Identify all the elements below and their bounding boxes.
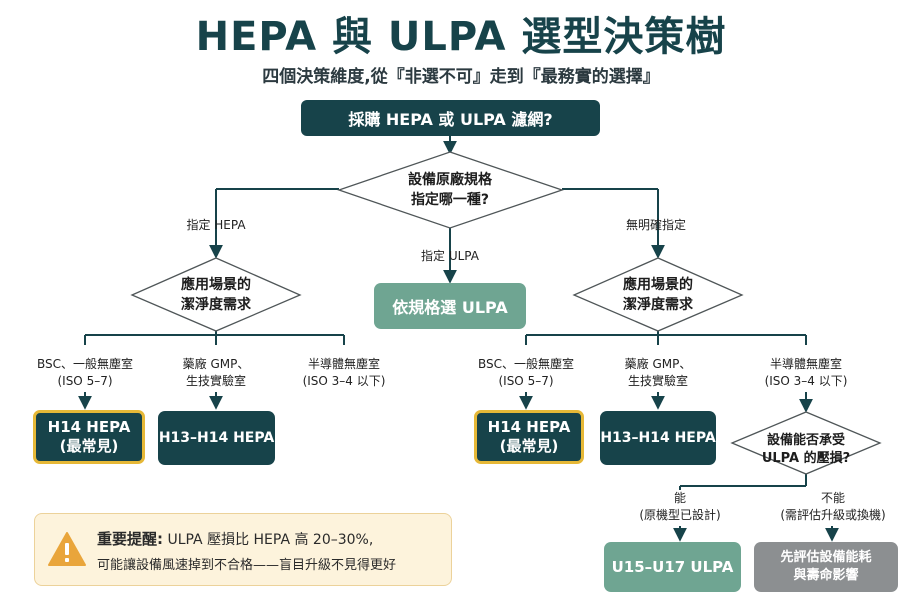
ulpa-by-spec-label: 依規格選 ULPA — [392, 298, 508, 317]
scene-decision-text-left: 應用場景的 潔淨度需求 — [181, 277, 251, 313]
warning-rest: ULPA 壓損比 HEPA 高 20–30%, — [167, 532, 374, 548]
scene-label-pharma-left: 藥廠 GMP、 生技實驗室 — [182, 357, 250, 388]
scene-label-bsc-left: BSC、一般無塵室 (ISO 5–7) — [36, 357, 134, 388]
result-u15-u17-ulpa: U15–U17 ULPA — [604, 542, 741, 592]
pressure-branch-no: 不能 (需評估升級或換機) — [780, 491, 886, 522]
warning-icon — [48, 532, 86, 566]
warning-callout: 重要提醒: ULPA 壓損比 HEPA 高 20–30%, 可能讓設備風速掉到不… — [34, 513, 452, 586]
page-subtitle: 四個決策維度,從『非選不可』走到『最務實的選擇』 — [262, 67, 660, 87]
pressure-branch-yes: 能 (原機型已設計) — [639, 491, 721, 522]
scene-label-semi-left: 半導體無塵室 (ISO 3–4 以下) — [302, 357, 386, 388]
result-h13-h14-right: H13–H14 HEPA — [600, 411, 716, 465]
branch-label-none: 無明確指定 — [625, 218, 686, 232]
spec-decision-text: 設備原廠規格 指定哪一種? — [408, 172, 492, 208]
scene-label-bsc-right: BSC、一般無塵室 (ISO 5–7) — [477, 357, 575, 388]
warning-line-1: 重要提醒: ULPA 壓損比 HEPA 高 20–30%, — [97, 528, 373, 549]
root-question-box: 採購 HEPA 或 ULPA 濾網? — [301, 100, 600, 136]
result-assess-energy: 先評估設備能耗 與壽命影響 — [754, 542, 898, 592]
scene-diamond-left — [130, 257, 302, 332]
warning-line-2: 可能讓設備風速掉到不合格——盲目升級不見得更好 — [97, 558, 397, 573]
scene-label-pharma-right: 藥廠 GMP、 生技實驗室 — [624, 357, 692, 388]
spec-diamond — [336, 151, 565, 229]
result-h14-right: H14 HEPA (最常見) — [474, 410, 584, 464]
scene-diamond-right — [572, 257, 744, 332]
branch-label-hepa: 指定 HEPA — [186, 218, 246, 232]
page-title: HEPA 與 ULPA 選型決策樹 — [195, 14, 727, 60]
scene-label-semi-right: 半導體無塵室 (ISO 3–4 以下) — [764, 357, 848, 388]
ulpa-by-spec-box: 依規格選 ULPA — [374, 283, 526, 329]
warning-emphasis: 重要提醒: — [97, 530, 163, 548]
result-h14-left: H14 HEPA (最常見) — [33, 410, 145, 464]
pressure-decision-text: 設備能否承受 ULPA 的壓損? — [761, 433, 851, 466]
pressure-diamond — [730, 411, 882, 475]
result-h13-h14-left: H13–H14 HEPA — [158, 411, 275, 465]
branch-label-ulpa: 指定 ULPA — [421, 249, 479, 263]
scene-decision-text-right: 應用場景的 潔淨度需求 — [623, 277, 693, 313]
root-question-label: 採購 HEPA 或 ULPA 濾網? — [348, 110, 553, 129]
